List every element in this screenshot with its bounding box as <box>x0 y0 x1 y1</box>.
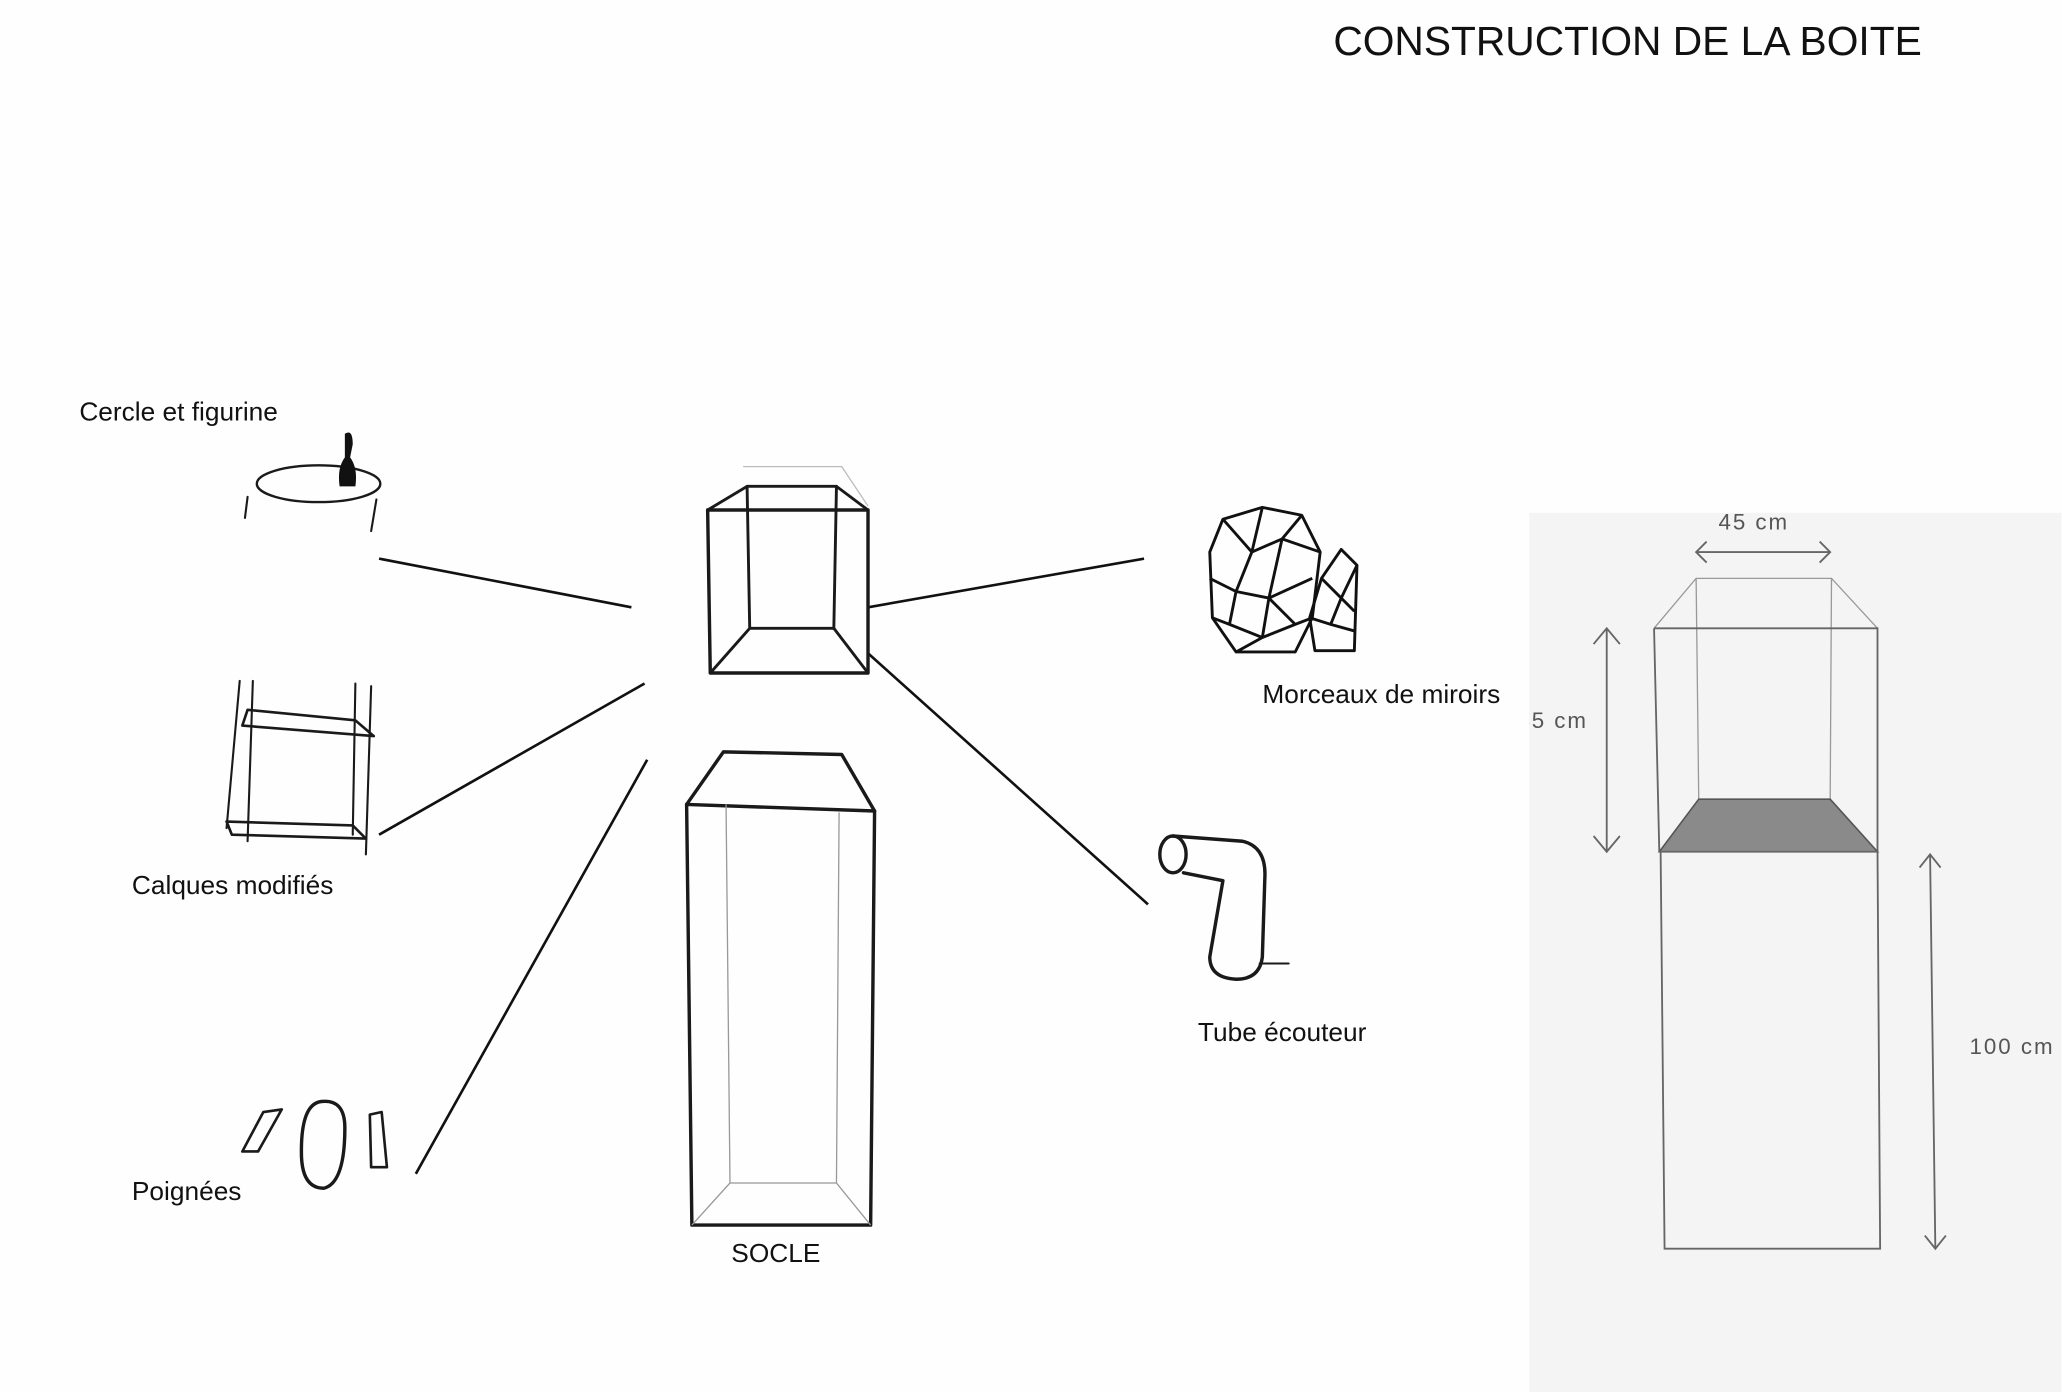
label-tube-ecouteur: Tube écouteur <box>1198 1017 1367 1047</box>
page-title: CONSTRUCTION DE LA BOITE <box>1333 18 1921 64</box>
calques-sketch <box>225 679 376 856</box>
connector-tube <box>867 652 1149 906</box>
label-cercle-figurine: Cercle et figurine <box>79 397 278 427</box>
connector-calques <box>378 682 646 836</box>
dimension-width-label: 45 cm <box>1718 510 1789 535</box>
label-morceaux-miroirs: Morceaux de miroirs <box>1262 679 1500 709</box>
mirror-pieces-sketch <box>1208 505 1359 654</box>
box-sketch <box>705 465 870 675</box>
socle-sketch <box>684 750 877 1227</box>
connector-poignees <box>414 759 649 1175</box>
label-calques-modifies: Calques modifiés <box>132 870 333 900</box>
connector-cercle <box>378 557 632 609</box>
dimension-box-height-label: 45 cm <box>1517 708 1588 733</box>
circle-figurine-sketch <box>243 432 382 533</box>
tube-sketch <box>1158 834 1290 981</box>
label-poignees: Poignées <box>132 1176 242 1206</box>
dimension-socle-height-label: 100 cm <box>1970 1034 2055 1059</box>
connector-miroirs <box>867 557 1145 609</box>
label-socle: SOCLE <box>731 1238 820 1268</box>
poignees-sketch <box>241 1099 389 1190</box>
dimension-panel: 45 cm 45 cm 100 cm <box>1517 510 2062 1392</box>
